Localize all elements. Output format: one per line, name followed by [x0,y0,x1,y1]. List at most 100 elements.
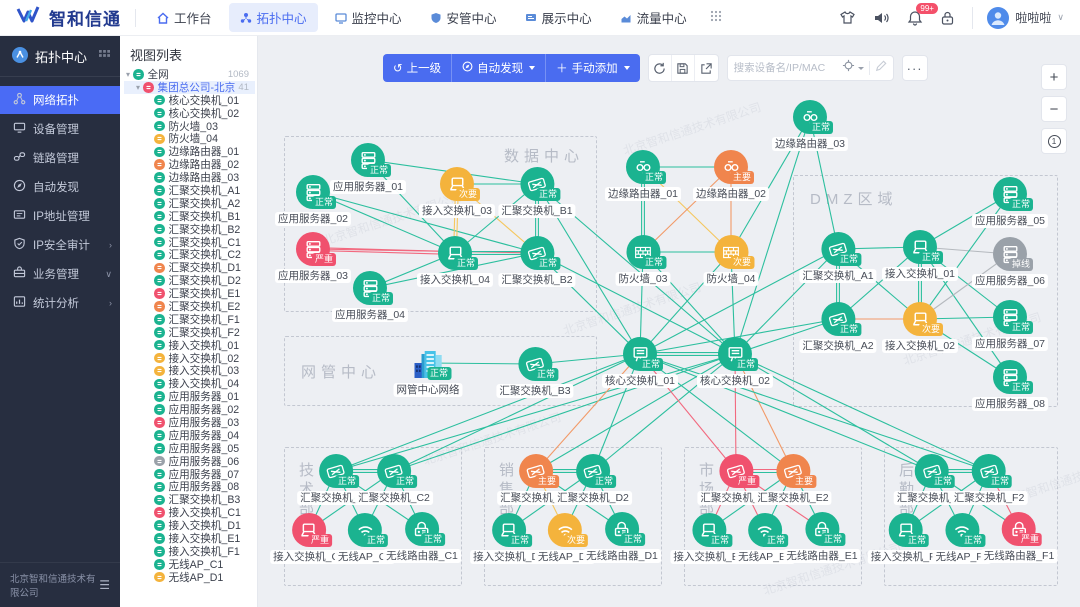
node-access-switch-02[interactable]: 次要接入交换机_02 [881,302,959,353]
node-edge-router-03[interactable]: 正常边缘路由器_03 [771,100,849,151]
tree-item[interactable]: 防火墙_04 [124,132,255,145]
sidebar-item-0[interactable]: 网络拓扑 [0,86,120,114]
tree-item[interactable]: 汇聚交换机_D1 [124,261,255,274]
sidebar-grid-icon[interactable] [99,49,110,64]
zoom-reset-button[interactable]: 1 [1041,128,1067,154]
tree-item[interactable]: 汇聚交换机_B2 [124,223,255,236]
node-edge-router-01[interactable]: 正常边缘路由器_01 [604,150,682,201]
tree-item[interactable]: 汇聚交换机_E2 [124,300,255,313]
node-agg-switch-b3[interactable]: 正常汇聚交换机_B3 [496,347,574,398]
sidebar-item-2[interactable]: 链路管理 [0,144,120,172]
collapse-sidebar-icon[interactable]: ☰ [99,578,110,592]
menu-item-security-center[interactable]: 安管中心 [419,3,508,32]
node-agg-switch-b1[interactable]: 正常汇聚交换机_B1 [498,167,576,218]
node-access-switch-01[interactable]: 正常接入交换机_01 [881,230,959,281]
node-access-switch-d1[interactable]: 正常接入交换机_D1 [470,513,548,564]
tree-item[interactable]: 汇聚交换机_F1 [124,313,255,326]
sound-icon[interactable] [873,10,890,26]
apps-grid-icon[interactable] [710,9,722,27]
lock-icon[interactable] [940,10,955,26]
sidebar-item-3[interactable]: 自动发现 [0,173,120,201]
node-wireless-ap-c1[interactable]: 正常无线AP_C1 [334,513,396,564]
tree-item[interactable]: 应用服务器_07 [124,468,255,481]
tree-item[interactable]: 应用服务器_06 [124,455,255,468]
node-wireless-router-d1[interactable]: 正常无线路由器_D1 [583,512,661,563]
tree-item[interactable]: 边缘路由器_02 [124,158,255,171]
zoom-out-button[interactable]: − [1041,96,1067,122]
tree-item[interactable]: 汇聚交换机_B3 [124,493,255,506]
node-access-switch-03[interactable]: 次要接入交换机_03 [418,167,496,218]
search-input[interactable] [733,62,842,74]
tree-item[interactable]: 应用服务器_02 [124,403,255,416]
node-app-server-06[interactable]: 掉线应用服务器_06 [971,237,1049,288]
tree-item[interactable]: 汇聚交换机_C2 [124,248,255,261]
sidebar-item-7[interactable]: 统计分析› [0,289,120,317]
node-app-server-05[interactable]: 正常应用服务器_05 [971,177,1049,228]
node-app-server-02[interactable]: 正常应用服务器_02 [274,175,352,226]
node-core-switch-02[interactable]: 正常核心交换机_02 [696,337,774,388]
node-nm-center-network[interactable]: 正常网管中心网络 [393,346,463,397]
node-wireless-router-f1[interactable]: 严重无线路由器_F1 [980,512,1058,563]
up-level-button[interactable]: ↺ 上一级 [383,54,453,82]
bell-icon[interactable]: 99+ [907,2,938,26]
tree-item[interactable]: 接入交换机_D1 [124,519,255,532]
node-firewall-04[interactable]: 次要防火墙_04 [703,235,759,286]
sidebar-item-6[interactable]: 业务管理∨ [0,260,120,288]
tree-item[interactable]: 边缘路由器_01 [124,145,255,158]
node-app-server-01[interactable]: 正常应用服务器_01 [329,143,407,194]
tree-item[interactable]: 应用服务器_08 [124,481,255,493]
sidebar-item-1[interactable]: 设备管理 [0,115,120,143]
locate-icon[interactable] [842,59,855,77]
topology-canvas[interactable]: ↺ 上一级 自动发现 ＋ 手动添加 ··· + [258,36,1080,607]
menu-item-monitor-center[interactable]: 监控中心 [324,3,413,32]
caret-down-icon[interactable] [857,66,864,70]
menu-item-traffic-center[interactable]: 流量中心 [609,3,698,32]
tree-item[interactable]: 汇聚交换机_C1 [124,236,255,249]
tree-item[interactable]: 接入交换机_C1 [124,506,255,519]
tree-item[interactable]: 接入交换机_04 [124,377,255,390]
theme-skin-icon[interactable] [839,10,856,26]
auto-discover-button[interactable]: 自动发现 [452,54,547,82]
node-wireless-router-c1[interactable]: 正常无线路由器_C1 [383,512,461,563]
node-agg-switch-a1[interactable]: 正常汇聚交换机_A1 [799,232,877,283]
node-firewall-03[interactable]: 正常防火墙_03 [615,235,671,286]
node-agg-switch-b2[interactable]: 正常汇聚交换机_B2 [498,236,576,287]
manual-add-button[interactable]: ＋ 手动添加 [546,54,640,82]
tree-item[interactable]: 接入交换机_F1 [124,545,255,558]
menu-item-workbench[interactable]: 工作台 [146,3,223,32]
node-core-switch-01[interactable]: 正常核心交换机_01 [601,337,679,388]
sidebar-item-5[interactable]: IP安全审计› [0,231,120,259]
node-wireless-ap-f1[interactable]: 正常无线AP_F1 [932,513,992,564]
tree-item[interactable]: 防火墙_03 [124,120,255,133]
tree-item[interactable]: 汇聚交换机_E1 [124,287,255,300]
tree-item[interactable]: 无线AP_C1 [124,558,255,571]
node-access-switch-04[interactable]: 正常接入交换机_04 [416,236,494,287]
tree-item[interactable]: 应用服务器_05 [124,442,255,455]
node-agg-switch-c2[interactable]: 正常汇聚交换机_C2 [355,454,433,505]
node-app-server-08[interactable]: 正常应用服务器_08 [971,360,1049,411]
menu-item-topology-center[interactable]: 拓扑中心 [228,3,318,32]
tree-item[interactable]: 接入交换机_E1 [124,532,255,545]
zoom-in-button[interactable]: + [1041,64,1067,90]
node-access-switch-f1[interactable]: 正常接入交换机_F1 [867,513,945,564]
node-wireless-ap-e1[interactable]: 正常无线AP_E1 [735,513,795,564]
sidebar-item-4[interactable]: IP地址管理 [0,202,120,230]
user-menu[interactable]: 啦啦啦 ∨ [972,6,1064,29]
tree-item[interactable]: 接入交换机_01 [124,339,255,352]
node-access-switch-c1[interactable]: 严重接入交换机_C1 [270,513,348,564]
tree-item[interactable]: 汇聚交换机_A1 [124,184,255,197]
tree-item[interactable]: 核心交换机_02 [124,107,255,120]
tree-item[interactable]: 接入交换机_02 [124,352,255,365]
tree-item[interactable]: 汇聚交换机_D2 [124,274,255,287]
node-agg-switch-a2[interactable]: 正常汇聚交换机_A2 [799,302,877,353]
more-options-button[interactable]: ··· [901,55,928,81]
save-button[interactable] [672,55,695,81]
node-app-server-07[interactable]: 正常应用服务器_07 [971,300,1049,351]
tree-item[interactable]: 接入交换机_03 [124,364,255,377]
node-agg-switch-e2[interactable]: 主要汇聚交换机_E2 [754,454,832,505]
tree-item[interactable]: 无线AP_D1 [124,571,255,584]
tree-item[interactable]: 边缘路由器_03 [124,171,255,184]
node-agg-switch-d2[interactable]: 正常汇聚交换机_D2 [554,454,632,505]
